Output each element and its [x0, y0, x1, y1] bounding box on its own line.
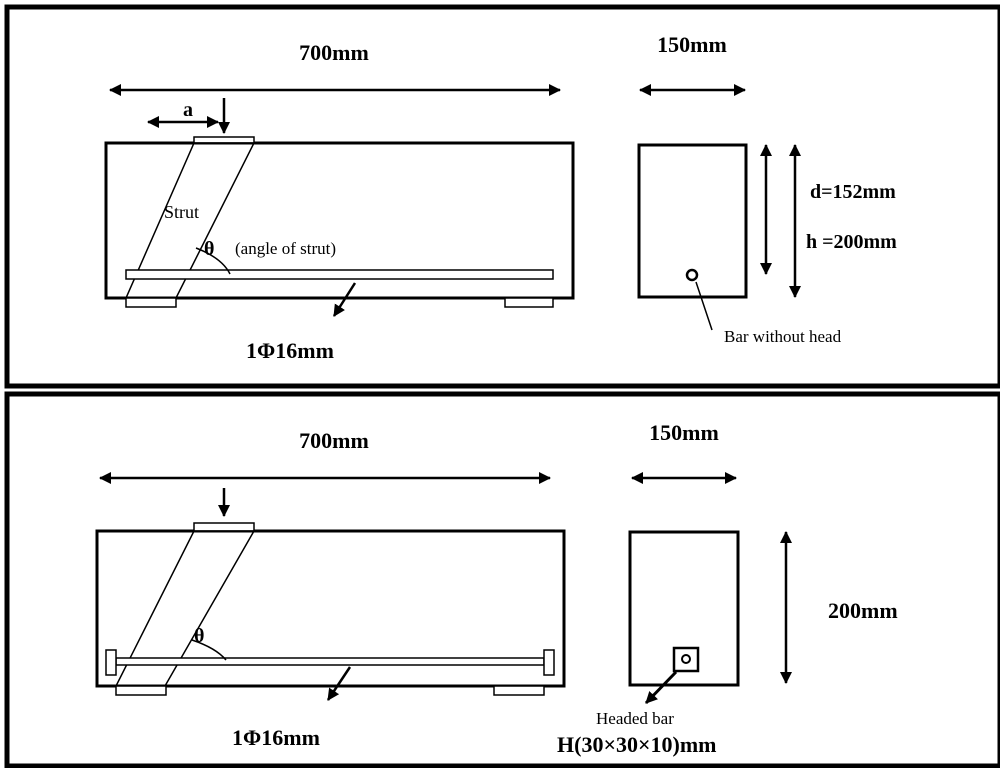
headed-bar-pointer-arrow: [644, 670, 678, 705]
bar-head-left: [105, 649, 117, 676]
support-plate-right: [493, 685, 545, 696]
shear-span-label: a: [183, 99, 193, 121]
theta-note: (angle of strut): [235, 239, 336, 258]
height-label: h =200mm: [806, 231, 897, 253]
theta-angle-arc: [191, 639, 227, 661]
support-plate-left: [115, 685, 167, 696]
headed-rebar: [115, 657, 545, 666]
section-width-label: 150mm: [657, 32, 727, 57]
bar-note-leader: [695, 281, 713, 331]
rebar-label: 1Φ16mm: [246, 338, 334, 363]
rebar-pointer-arrow: [332, 282, 357, 317]
theta-symbol: θ: [204, 238, 214, 260]
bar-note: Bar without head: [724, 327, 842, 346]
top-panel: 700mm a Strut θ (angle of strut) 1Φ16mm …: [4, 4, 1000, 389]
top-panel-frame: [4, 4, 1000, 389]
theta-symbol: θ: [194, 625, 204, 647]
rebar-section-dot: [685, 268, 699, 282]
beam-length-label: 700mm: [299, 40, 369, 65]
rebar-pointer-arrow: [326, 666, 352, 701]
strut-label: Strut: [164, 202, 199, 222]
theta-angle-arc: [195, 247, 231, 275]
beam-cross-section: [628, 530, 740, 687]
loading-plate: [193, 136, 255, 144]
longitudinal-rebar: [125, 269, 554, 280]
height-label: 200mm: [828, 598, 898, 623]
beam-elevation: [104, 141, 575, 300]
rebar-section-dot: [681, 654, 691, 664]
bar-note: Headed bar: [596, 709, 674, 728]
beam-elevation: [95, 529, 566, 688]
beam-cross-section: [637, 143, 748, 299]
section-width-label: 150mm: [649, 420, 719, 445]
loading-plate: [193, 522, 255, 532]
support-plate-right: [504, 297, 554, 308]
effective-depth-label: d=152mm: [810, 181, 896, 203]
bottom-panel: 700mm θ 1Φ16mm 150mm 200mm Headed bar H(…: [4, 391, 1000, 768]
bar-head-right: [543, 649, 555, 676]
support-plate-left: [125, 297, 177, 308]
rebar-label: 1Φ16mm: [232, 725, 320, 750]
head-size-label: H(30×30×10)mm: [557, 732, 717, 757]
beam-length-label: 700mm: [299, 428, 369, 453]
bottom-panel-frame: [4, 391, 1000, 768]
